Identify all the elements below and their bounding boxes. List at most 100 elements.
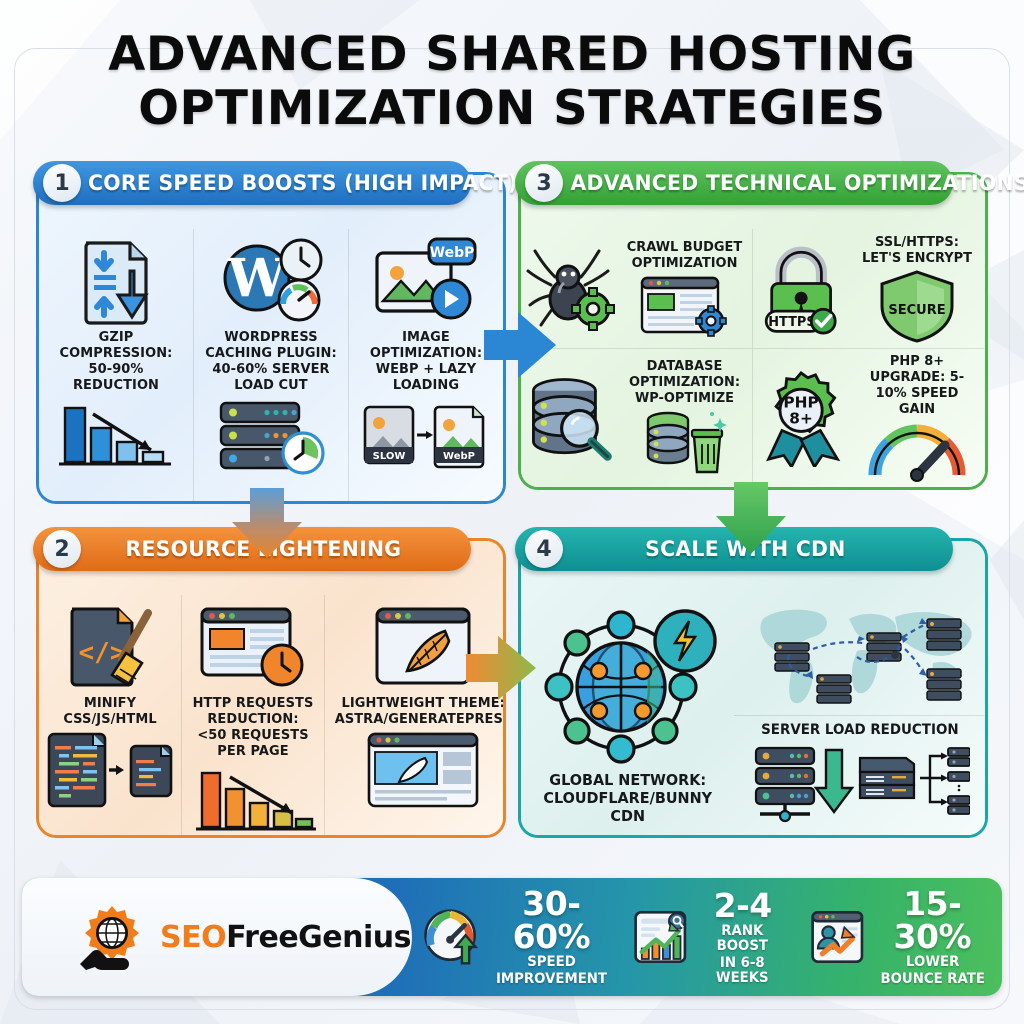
- webp-image-play-icon: WebP: [355, 233, 497, 329]
- svg-text:PHP: PHP: [783, 393, 818, 411]
- arrow-2-to-4: [466, 636, 536, 700]
- section-4-body: GLOBAL NETWORK: CLOUDFLARE/BUNNY CDN: [521, 541, 985, 835]
- svg-text:WebP: WebP: [430, 245, 475, 261]
- footer-stats: 30-60% SPEED IMPROVEMENT: [412, 878, 1002, 996]
- php-ribbon-icon: PHP 8+: [757, 371, 849, 467]
- stat-bounce-rate[interactable]: 15-30% LOWER BOUNCE RATE: [800, 887, 1002, 987]
- stat-value: 2-4: [713, 885, 773, 925]
- item-minify[interactable]: </> MINIFY CSS/JS/HTML: [39, 595, 181, 835]
- gear-globe-hand-icon: [80, 906, 139, 970]
- stat-value: 15-30%: [893, 884, 972, 956]
- arrow-3-to-4: [716, 482, 786, 554]
- item-database-optimization[interactable]: DATABASE OPTIMIZATION: WP-OPTIMIZE: [521, 349, 753, 487]
- item-global-network[interactable]: GLOBAL NETWORK: CLOUDFLARE/BUNNY CDN: [521, 595, 734, 835]
- secure-shield-icon: SECURE: [880, 269, 954, 343]
- section-1-header: 1 CORE SPEED BOOSTS (HIGH IMPACT): [33, 161, 517, 205]
- item-label: SERVER LOAD REDUCTION: [760, 722, 959, 739]
- speedometer-up-arrow-icon: [424, 909, 479, 965]
- page-frame: [14, 48, 1010, 1010]
- section-resource-lightening[interactable]: </> MINIFY CSS/JS/HTML: [33, 527, 506, 838]
- item-label: HTTP REQUESTS REDUCTION: <50 REQUESTS PE…: [192, 695, 314, 759]
- stat-value: 30-60%: [512, 884, 591, 956]
- padlock-https-icon: HTTPS: [757, 243, 849, 335]
- item-label: IMAGE OPTIMIZATION: WEBP + LAZY LOADING: [369, 329, 483, 393]
- arrow-1-to-3: [484, 312, 556, 378]
- section-core-speed-boosts[interactable]: GZIP COMPRESSION: 50-90% REDUCTION: [33, 161, 517, 504]
- item-lightweight-theme[interactable]: LIGHTWEIGHT THEME: ASTRA/GENERATEPRESS: [324, 595, 503, 835]
- item-image-optimization[interactable]: WebP IMAGE OPTIMIZATION: WEBP + LAZY LOA…: [348, 229, 503, 501]
- item-label: DATABASE OPTIMIZATION: WP-OPTIMIZE: [628, 358, 741, 406]
- svg-text:SLOW: SLOW: [373, 451, 406, 462]
- database-cleanup-icon: [646, 411, 727, 474]
- section-number-badge: 3: [525, 164, 563, 202]
- title-line-1: ADVANCED SHARED HOSTING: [108, 27, 916, 82]
- section-advanced-technical[interactable]: CRAWL BUDGET OPTIMIZATION: [515, 161, 1024, 490]
- item-world-map-servers[interactable]: [734, 595, 985, 716]
- item-label: GZIP COMPRESSION: 50-90% REDUCTION: [59, 329, 173, 393]
- item-label: PHP 8+ UPGRADE: 5-10% SPEED GAIN: [869, 353, 965, 417]
- user-bounce-arrow-icon: [811, 911, 864, 963]
- section-number-badge: 1: [43, 164, 81, 202]
- svg-text:HTTPS: HTTPS: [768, 314, 815, 329]
- stat-speed-improvement[interactable]: 30-60% SPEED IMPROVEMENT: [412, 887, 623, 987]
- wordpress-clock-gauge-icon: W: [200, 233, 342, 329]
- speed-gauge-icon: [868, 424, 966, 482]
- arrow-1-to-2: [232, 488, 302, 558]
- section-1-body: GZIP COMPRESSION: 50-90% REDUCTION: [39, 175, 503, 501]
- server-load-reduction-icon: [754, 747, 970, 823]
- item-gzip-compression[interactable]: GZIP COMPRESSION: 50-90% REDUCTION: [39, 229, 193, 501]
- stat-label-2: IN 6-8 WEEKS: [716, 954, 770, 986]
- section-number-badge: 2: [43, 530, 81, 568]
- slow-to-webp-icon: SLOW WebP: [355, 397, 497, 475]
- world-map-servers-icon: [760, 609, 972, 704]
- footer-bar: SEOFreeGenius 30-60% SPEED IMPROVEMENT: [22, 878, 1002, 996]
- section-heading: ADVANCED TECHNICAL OPTIMIZATIONS: [570, 171, 1024, 195]
- brand-logo[interactable]: SEOFreeGenius: [22, 878, 412, 996]
- brand-name: SEOFreeGenius: [160, 920, 411, 955]
- item-label: LIGHTWEIGHT THEME: ASTRA/GENERATEPRESS: [334, 695, 503, 727]
- section-3-body: CRAWL BUDGET OPTIMIZATION: [521, 175, 985, 487]
- declining-bar-chart-icon: [188, 763, 318, 835]
- spider-gear-icon: [525, 243, 617, 335]
- title-line-2: OPTIMIZATION STRATEGIES: [138, 81, 886, 136]
- stat-label-2: BOUNCE RATE: [880, 971, 985, 987]
- item-label: GLOBAL NETWORK: CLOUDFLARE/BUNNY CDN: [543, 771, 713, 825]
- stat-label-2: IMPROVEMENT: [495, 971, 607, 987]
- database-magnifier-icon: [525, 372, 617, 464]
- code-broom-icon: </>: [45, 599, 175, 695]
- item-label: WORDPRESS CACHING PLUGIN: 40-60% SERVER …: [205, 329, 337, 393]
- svg-text:8+: 8+: [789, 410, 813, 428]
- stat-label-1: LOWER: [905, 954, 959, 970]
- item-label: SSL/HTTPS: LET'S ENCRYPT: [862, 233, 972, 266]
- svg-text:WebP: WebP: [443, 451, 475, 462]
- page-title: ADVANCED SHARED HOSTING OPTIMIZATION STR…: [0, 28, 1024, 136]
- browser-gear-icon: [640, 276, 727, 337]
- stat-rank-boost[interactable]: 2-4 RANK BOOST IN 6-8 WEEKS: [623, 889, 800, 986]
- browser-layout-feather-icon: [331, 731, 503, 809]
- brand-prefix: SEO: [160, 919, 227, 955]
- item-php-upgrade[interactable]: PHP 8+ PHP 8+ UPGRADE: 5-10% SPEED GAIN: [753, 349, 985, 487]
- svg-text:</>: </>: [79, 638, 126, 668]
- item-label: CRAWL BUDGET OPTIMIZATION: [626, 238, 743, 271]
- globe-network-bolt-icon: [544, 609, 717, 764]
- item-label: MINIFY CSS/JS/HTML: [63, 695, 157, 727]
- stat-label-1: RANK BOOST: [716, 922, 769, 954]
- section-2-body: </> MINIFY CSS/JS/HTML: [39, 541, 503, 835]
- stat-label-1: SPEED: [527, 954, 576, 970]
- section-heading: CORE SPEED BOOSTS (HIGH IMPACT): [88, 171, 518, 195]
- code-minify-diagram-icon: [45, 731, 175, 809]
- server-stack-clock-icon: [200, 397, 342, 475]
- item-ssl-https[interactable]: HTTPS SSL/HTTPS: LET'S ENCRYPT SECURE: [753, 229, 985, 349]
- svg-text:SECURE: SECURE: [888, 303, 945, 318]
- item-http-requests[interactable]: HTTP REQUESTS REDUCTION: <50 REQUESTS PE…: [181, 595, 324, 835]
- browser-feather-icon: [331, 599, 503, 695]
- section-3-header: 3 ADVANCED TECHNICAL OPTIMIZATIONS: [515, 161, 1024, 205]
- item-crawl-budget[interactable]: CRAWL BUDGET OPTIMIZATION: [521, 229, 753, 349]
- section-scale-with-cdn[interactable]: GLOBAL NETWORK: CLOUDFLARE/BUNNY CDN: [515, 527, 988, 838]
- browser-clock-icon: [188, 599, 318, 695]
- declining-bar-chart-icon: [45, 397, 187, 475]
- item-server-load-reduction[interactable]: SERVER LOAD REDUCTION: [734, 716, 985, 836]
- brand-suffix: FreeGenius: [226, 919, 411, 955]
- item-wordpress-caching[interactable]: W WORDPRESS CACHING PLUGIN: 40-60% SERVE…: [193, 229, 348, 501]
- file-compress-icon: [45, 233, 187, 329]
